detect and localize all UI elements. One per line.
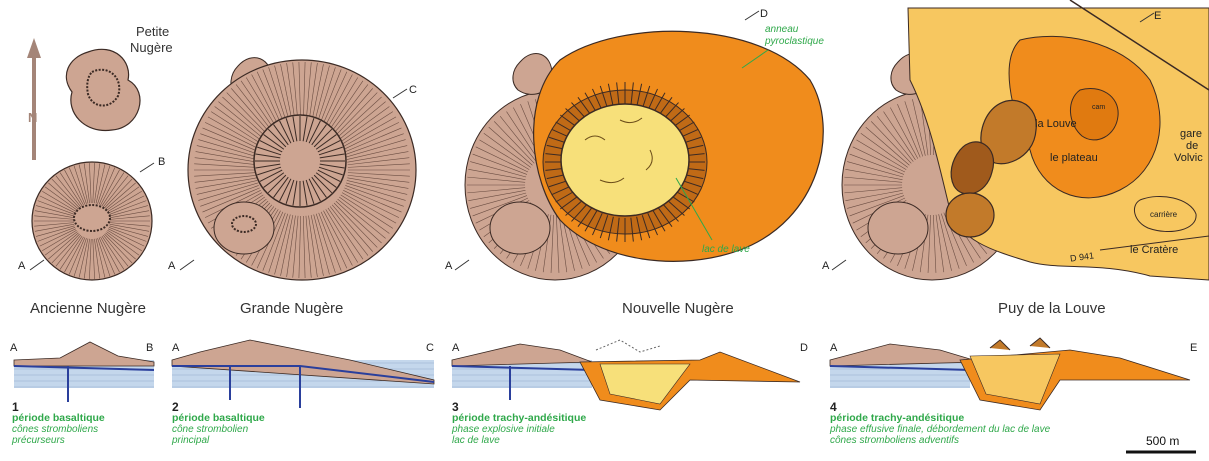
caption-2-line-1: cône strombolien [172, 424, 265, 435]
sec1-point-b: B [146, 342, 153, 354]
petite-nugere-label-2: Nugère [130, 40, 173, 55]
le-cratere-label: le Cratère [1130, 244, 1178, 256]
caption-3-period: période trachy-andésitique [452, 413, 586, 424]
sec4-point-e: E [1190, 342, 1197, 354]
north-label: N [28, 110, 37, 125]
map4-point-a: A [822, 260, 829, 272]
section-1 [14, 342, 154, 402]
panel-4-title: Puy de la Louve [998, 300, 1106, 317]
sec2-point-a: A [172, 342, 179, 354]
section-3 [452, 340, 800, 410]
caption-3: 3 période trachy-andésitique phase explo… [452, 402, 586, 446]
caption-1-line-1: cônes stromboliens [12, 424, 105, 435]
map1-point-a: A [18, 260, 25, 272]
petite-nugere-label-1: Petite [136, 24, 169, 39]
le-plateau-label: le plateau [1050, 152, 1098, 164]
north-arrow-icon [27, 38, 41, 160]
anneau-label-2: pyroclastique [765, 36, 824, 47]
panel-2-title: Grande Nugère [240, 300, 343, 317]
panel-1-map [27, 38, 154, 280]
caption-1: 1 période basaltique cônes stromboliens … [12, 402, 105, 446]
map3-point-d: D [760, 8, 768, 20]
map1-point-b: B [158, 156, 165, 168]
carriere-label: carrière [1150, 210, 1177, 219]
panel-1-title: Ancienne Nugère [30, 300, 146, 317]
map3-point-a: A [445, 260, 452, 272]
map2-point-a: A [168, 260, 175, 272]
lava-lake [561, 104, 689, 216]
sec3-point-d: D [800, 342, 808, 354]
sec3-point-a: A [452, 342, 459, 354]
petite-nugere-cone [66, 49, 140, 130]
panel-4-map [832, 0, 1209, 280]
caption-4-period: période trachy-andésitique [830, 413, 1050, 424]
panel-3-title: Nouvelle Nugère [622, 300, 734, 317]
lac-label: lac de lave [702, 244, 750, 255]
panel-3-map [455, 11, 823, 280]
caption-2-period: période basaltique [172, 413, 265, 424]
caption-3-line-2: lac de lave [452, 435, 586, 446]
caption-3-line-1: phase explosive initiale [452, 424, 586, 435]
panel-2-map [180, 58, 416, 280]
caption-2-line-2: principal [172, 435, 265, 446]
gare-label-2: de [1186, 140, 1198, 152]
section-2 [172, 340, 434, 408]
caption-4-line-2: cônes stromboliens adventifs [830, 435, 1050, 446]
road2-label: cam [1092, 104, 1105, 111]
caption-2: 2 période basaltique cône strombolien pr… [172, 402, 265, 446]
caption-1-period: période basaltique [12, 413, 105, 424]
scale-bar-label: 500 m [1146, 434, 1179, 448]
caption-1-line-2: précurseurs [12, 435, 105, 446]
sec2-point-c: C [426, 342, 434, 354]
gare-label-1: gare [1180, 128, 1202, 140]
sec1-point-a: A [10, 342, 17, 354]
sec4-point-a: A [830, 342, 837, 354]
map2-point-c: C [409, 84, 417, 96]
caption-4: 4 période trachy-andésitique phase effus… [830, 402, 1050, 446]
section-4 [830, 338, 1190, 410]
gare-label-3: Volvic [1174, 152, 1203, 164]
map4-point-e: E [1154, 10, 1161, 22]
la-louve-label: la Louve [1035, 118, 1077, 130]
caption-4-line-1: phase effusive finale, débordement du la… [830, 424, 1050, 435]
anneau-label-1: anneau [765, 24, 798, 35]
